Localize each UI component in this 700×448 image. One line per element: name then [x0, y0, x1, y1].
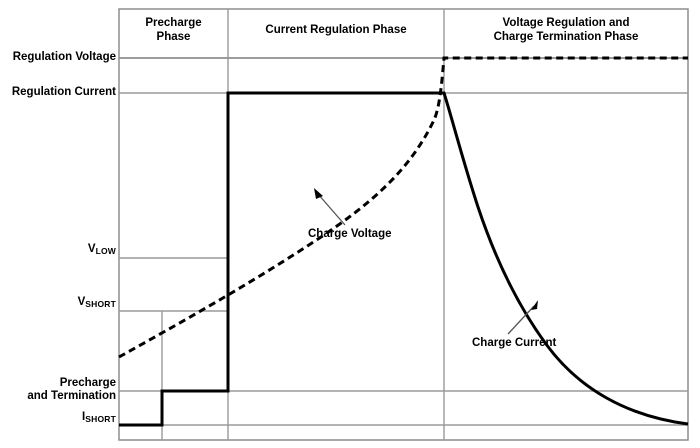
phase-label-current-regulation-line1: Current Regulation Phase — [265, 24, 407, 36]
axis-label-v-short: VSHORT — [0, 296, 116, 309]
axis-label-precharge-line2: and Termination — [27, 390, 116, 402]
axis-label-v-short-base: V — [77, 296, 86, 308]
axis-label-v-short-subscript: SHORT — [85, 298, 116, 309]
axis-label-i-short-subscript: SHORT — [85, 413, 116, 424]
axis-label-regulation-current-text: Regulation Current — [11, 86, 116, 98]
series-charge-current — [119, 91, 689, 427]
phase-label-voltage-regulation: Voltage Regulation and Charge Terminatio… — [444, 16, 688, 44]
phase-label-precharge-line1: Precharge — [145, 17, 202, 29]
charge-voltage-arrow-line — [317, 193, 346, 226]
annotation-charge-voltage: Charge Voltage — [308, 228, 392, 240]
axis-label-i-short-base: I — [82, 411, 86, 423]
plot-border — [118, 8, 689, 441]
axis-label-regulation-current: Regulation Current — [0, 86, 116, 99]
charge-current-arrow-line — [507, 305, 535, 335]
phase-label-voltage-regulation-line1: Voltage Regulation and — [502, 17, 630, 29]
phase-label-current-regulation: Current Regulation Phase — [228, 23, 444, 37]
axis-label-regulation-voltage: Regulation Voltage — [0, 51, 116, 64]
annotation-charge-current-label: Charge Current — [472, 337, 557, 349]
axis-label-v-low-subscript: LOW — [95, 245, 116, 256]
phase-label-voltage-regulation-line2: Charge Termination Phase — [493, 31, 639, 43]
charge-current-arrowhead — [531, 300, 538, 310]
axis-label-v-low: VLOW — [0, 243, 116, 256]
series-charge-voltage — [118, 56, 688, 359]
charge-voltage-arrowhead — [314, 188, 323, 199]
axis-label-precharge-line1: Precharge — [59, 377, 116, 389]
axis-label-precharge-and-termination: Precharge and Termination — [0, 377, 116, 403]
axis-label-v-low-base: V — [87, 243, 96, 255]
annotation-charge-voltage-label: Charge Voltage — [308, 228, 392, 240]
axis-label-i-short: ISHORT — [0, 411, 116, 424]
annotation-charge-current: Charge Current — [472, 337, 556, 349]
axis-label-regulation-voltage-text: Regulation Voltage — [12, 51, 116, 63]
phase-label-precharge: Precharge Phase — [119, 16, 228, 44]
phase-label-precharge-line2: Phase — [156, 31, 191, 43]
